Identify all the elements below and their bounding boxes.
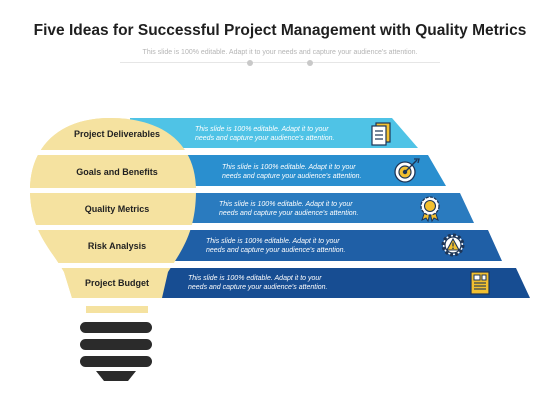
- divider-dot: [247, 59, 253, 66]
- idea-description-line: This slide is 100% editable. Adapt it to…: [195, 126, 329, 133]
- bulb-glass-front: [30, 118, 196, 298]
- row-divider: [25, 188, 205, 193]
- target-icon: [394, 158, 420, 183]
- idea-description-line: This slide is 100% editable. Adapt it to…: [188, 275, 322, 282]
- idea-description-line: This slide is 100% editable. Adapt it to…: [206, 238, 340, 245]
- report-chart-box: [473, 274, 481, 281]
- idea-band: [130, 268, 530, 298]
- idea-description: This slide is 100% editable. Adapt it to…: [188, 274, 328, 292]
- document-icon: [371, 122, 391, 146]
- idea-description: This slide is 100% editable. Adapt it to…: [206, 237, 346, 255]
- row-divider: [25, 225, 205, 230]
- idea-description: This slide is 100% editable. Adapt it to…: [222, 163, 362, 181]
- award-inner: [423, 199, 437, 213]
- award-badge-icon: [420, 196, 440, 223]
- idea-label: Quality Metrics: [84, 204, 150, 214]
- bulb-base-ring: [80, 339, 152, 350]
- idea-band: [130, 155, 446, 186]
- row-divider: [25, 150, 205, 155]
- warning-gear-icon: [441, 233, 465, 257]
- idea-description-line: This slide is 100% editable. Adapt it to…: [219, 201, 353, 208]
- idea-description-line: needs and capture your audience's attent…: [188, 284, 328, 291]
- row-divider: [25, 263, 205, 268]
- idea-band: [130, 230, 502, 261]
- idea-description-line: needs and capture your audience's attent…: [206, 247, 346, 254]
- idea-description: This slide is 100% editable. Adapt it to…: [219, 200, 359, 218]
- idea-label: Goals and Benefits: [76, 167, 158, 177]
- bulb-base-tip: [96, 371, 136, 381]
- idea-label: Project Budget: [84, 278, 149, 288]
- idea-description-line: needs and capture your audience's attent…: [219, 210, 359, 217]
- warning-dot: [452, 247, 454, 250]
- idea-band: [130, 193, 474, 223]
- target-arrow-head: [414, 158, 420, 164]
- target-arrow: [404, 159, 418, 173]
- bulb-base-ring: [80, 322, 152, 333]
- divider-dot: [307, 59, 313, 66]
- idea-description-line: needs and capture your audience's attent…: [222, 173, 362, 180]
- idea-label: Risk Analysis: [87, 241, 147, 251]
- idea-description-line: needs and capture your audience's attent…: [195, 135, 335, 142]
- bulb-base-ring: [80, 356, 152, 367]
- slide-title: Five Ideas for Successful Project Manage…: [33, 22, 527, 39]
- report-tag: [481, 274, 487, 281]
- idea-description-line: This slide is 100% editable. Adapt it to…: [222, 164, 356, 171]
- idea-band: [130, 118, 418, 148]
- subtitle-divider: [120, 62, 440, 63]
- idea-label: Project Deliverables: [73, 129, 161, 139]
- idea-description: This slide is 100% editable. Adapt it to…: [195, 125, 335, 143]
- budget-report-icon: [470, 271, 490, 295]
- bulb-neck: [86, 306, 148, 313]
- slide-subtitle: This slide is 100% editable. Adapt it to…: [142, 49, 418, 56]
